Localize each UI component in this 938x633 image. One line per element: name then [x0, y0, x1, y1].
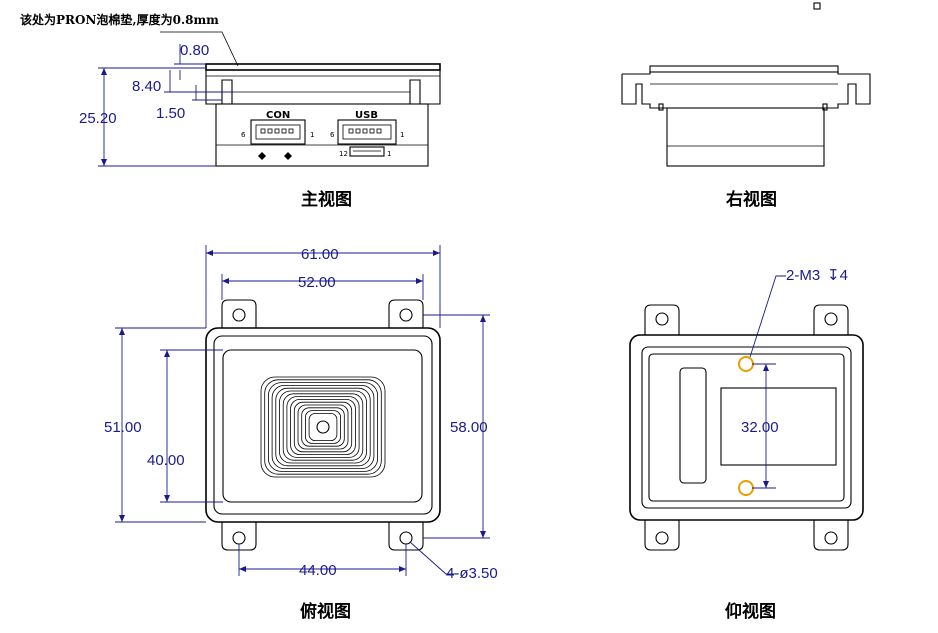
- foam-pad: [205, 63, 441, 71]
- mounting-tab: [813, 304, 849, 335]
- sensor-coil: [260, 376, 386, 478]
- usb-pin-left: 6: [330, 131, 335, 139]
- fpc-pin-left: 12: [339, 150, 348, 158]
- right-lower-housing: [666, 107, 825, 167]
- dim-hole-spacing: 44.00: [299, 562, 337, 579]
- threaded-hole: [738, 480, 754, 496]
- con-connector: [250, 119, 306, 145]
- coil-ring: [279, 390, 367, 464]
- coil-ring: [301, 407, 345, 447]
- coil-ring: [267, 382, 378, 472]
- coil-ring: [297, 404, 349, 450]
- note-leader: [160, 31, 239, 67]
- corner-marker: [813, 2, 821, 10]
- usb-label: USB: [355, 110, 378, 121]
- usb-connector: [337, 119, 397, 145]
- mark-diamond: [258, 152, 266, 160]
- usb-pins: [348, 128, 382, 134]
- caption-bottom: 仰视图: [725, 601, 776, 622]
- mounting-tab: [388, 299, 424, 328]
- coil-ring: [293, 401, 353, 453]
- dim-height: 25.20: [79, 110, 117, 127]
- bottom-body-outer: [629, 334, 864, 521]
- bottom-dimensions: 32.00 2-M3 ↧4: [741, 267, 848, 489]
- mount-hole: [399, 308, 413, 322]
- dim-length-overall: 58.00: [450, 419, 488, 436]
- dim-foam: 0.80: [180, 42, 209, 59]
- con-pin-left: 6: [241, 131, 246, 139]
- dim-holes: 4-ø3.50: [446, 565, 498, 582]
- coil-ring: [290, 398, 356, 455]
- mount-hole: [232, 531, 246, 545]
- mounting-tab: [813, 520, 849, 551]
- fpc-pin-right: 1: [387, 150, 391, 158]
- foam-note: 该处为PRON泡棉垫,厚度为0.8mm: [20, 12, 219, 27]
- dim-upper: 8.40: [132, 78, 161, 95]
- dim-width-outer: 61.00: [301, 246, 339, 263]
- sensor-window: [222, 349, 423, 503]
- slot: [679, 367, 707, 484]
- coil-ring: [260, 376, 386, 478]
- con-label: CON: [266, 110, 290, 121]
- coil-ring: [271, 384, 375, 469]
- front-dimensions: 25.20 0.80 8.40 1.50: [79, 42, 232, 167]
- usb-pin-right: 1: [400, 131, 404, 139]
- caption-right: 右视图: [726, 189, 777, 210]
- coil-ring: [275, 387, 371, 467]
- coil-ring: [282, 393, 364, 461]
- right-view: [621, 65, 871, 167]
- front-view: CON 6 1 USB 6 1 12 1 25.20: [20, 12, 441, 167]
- top-view: 61.00 52.00 51.00 40.00 58.00: [104, 245, 498, 582]
- dim-depth-outer: 51.00: [104, 419, 142, 436]
- mounting-tab: [221, 299, 257, 328]
- con-pin-right: 1: [310, 131, 314, 139]
- upper-body: [205, 70, 441, 105]
- mounting-tab: [644, 520, 680, 551]
- caption-top: 俯视图: [300, 601, 351, 622]
- threaded-hole: [738, 356, 754, 372]
- mount-hole: [232, 308, 246, 322]
- mark-diamond: [284, 152, 292, 160]
- dim-step: 1.50: [156, 105, 185, 122]
- coil-ring: [308, 412, 338, 441]
- lower-housing: [215, 103, 429, 167]
- fpc-connector: [349, 146, 385, 157]
- dim-thread: 2-M3: [786, 267, 820, 284]
- coil-ring: [264, 379, 382, 475]
- con-pins: [260, 128, 294, 134]
- mounting-tab: [644, 304, 680, 335]
- coil-ring: [304, 410, 341, 444]
- label-area: [720, 387, 837, 466]
- top-body-outer: [205, 327, 441, 523]
- dim-thread-spacing: 32.00: [741, 419, 779, 436]
- right-upper-body: [621, 71, 871, 109]
- dim-depth-inner: 40.00: [147, 452, 185, 469]
- dim-width-inner: 52.00: [298, 274, 336, 291]
- dim-thread-depth: ↧4: [827, 267, 848, 284]
- caption-front: 主视图: [301, 189, 352, 210]
- coil-ring: [286, 396, 360, 458]
- bottom-view: 32.00 2-M3 ↧4: [629, 267, 864, 551]
- top-dimensions: 61.00 52.00 51.00 40.00 58.00: [104, 245, 498, 582]
- sensor-center: [316, 420, 330, 434]
